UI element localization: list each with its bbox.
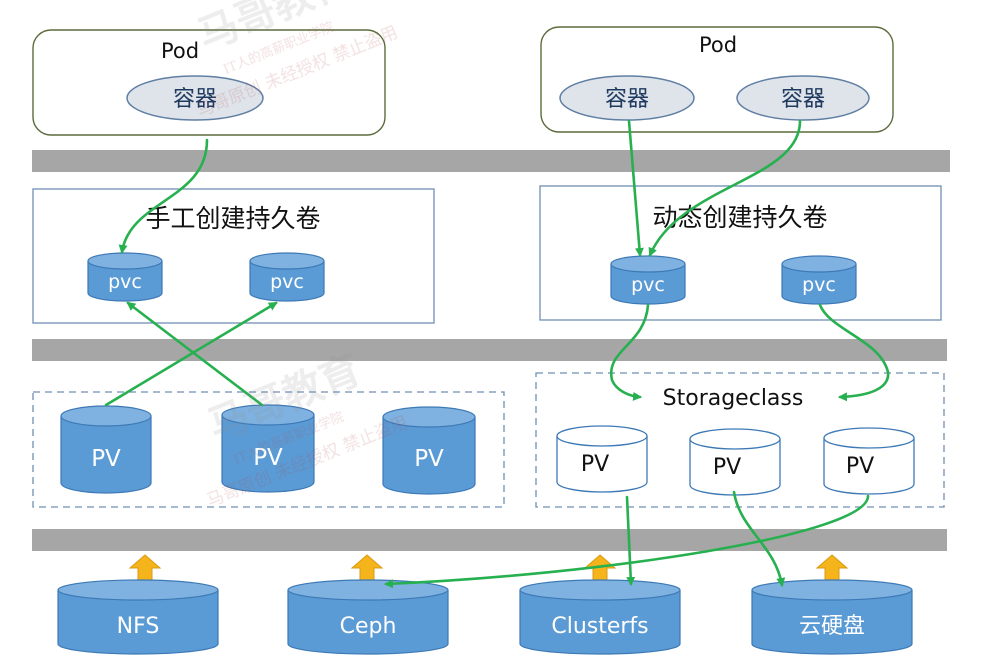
arrow-pv-dynamic2-to-cloud-disk	[732, 490, 786, 587]
pod-title-right: Pod	[699, 33, 737, 57]
pv-dynamic-3-label: PV	[846, 454, 874, 479]
manual-panel-title: 手工创建持久卷	[145, 204, 320, 233]
arrow-pvc2-to-storageclass	[818, 303, 890, 402]
backend-ceph: Ceph	[287, 579, 449, 655]
container-right-1	[559, 75, 695, 121]
band-3	[32, 529, 947, 551]
backend-cloud-disk: 云硬盘	[751, 579, 913, 655]
pvc-manual-1-label: pvc	[108, 271, 142, 293]
backend-nfs: NFS	[57, 579, 219, 655]
arrow-pv-dynamic1-to-clusterfs	[625, 495, 636, 586]
pvc-dynamic-2-label: pvc	[802, 274, 836, 296]
pv-manual-3: PV	[382, 406, 476, 495]
backend-cloud-disk-label: 云硬盘	[799, 614, 865, 639]
pvc-manual-2: pvc	[249, 252, 325, 302]
pvc-dynamic-1-label: pvc	[631, 274, 665, 296]
pod-title-left: Pod	[161, 39, 199, 63]
container-left-label: 容器	[173, 87, 217, 112]
container-right-2	[736, 75, 870, 121]
backend-ceph-label: Ceph	[340, 614, 397, 639]
arrow-container1-to-pvc-dynamic	[627, 119, 644, 257]
container-right-2-label: 容器	[781, 87, 825, 112]
pvc-manual-1: pvc	[87, 252, 163, 302]
green-arrows	[104, 119, 890, 589]
pv-manual-1: PV	[60, 405, 152, 494]
pv-dynamic-1-label: PV	[581, 452, 609, 477]
dynamic-pv-group	[535, 372, 945, 508]
band-2	[32, 339, 947, 361]
container-right-1-label: 容器	[605, 87, 649, 112]
arrow-pv1-to-pvc2	[104, 301, 278, 407]
up-arrow-cloud-disk	[815, 554, 849, 583]
arrow-pv2-to-pvc1	[126, 301, 264, 407]
pv-manual-2: PV	[221, 404, 315, 493]
arrow-container-to-pvc-manual	[118, 138, 209, 254]
up-arrow-nfs	[128, 554, 162, 583]
pvc-dynamic-2: pvc	[781, 255, 857, 305]
pv-dynamic-2-label: PV	[713, 455, 741, 480]
manual-pv-group	[32, 391, 505, 508]
backend-nfs-label: NFS	[117, 614, 160, 639]
pv-manual-1-label: PV	[91, 446, 121, 472]
pv-dynamic-1: PV	[556, 425, 648, 493]
pv-dynamic-2: PV	[689, 428, 781, 496]
manual-panel	[32, 188, 435, 324]
arrow-pv-dynamic3-to-ceph	[384, 494, 870, 589]
pv-dynamic-3: PV	[823, 427, 915, 495]
container-left	[126, 75, 264, 121]
pv-manual-2-label: PV	[253, 445, 283, 471]
arrow-pvc1-to-storageclass	[609, 303, 650, 401]
backend-clusterfs-label: Clusterfs	[551, 614, 648, 639]
pv-manual-3-label: PV	[414, 446, 444, 472]
pvc-manual-2-label: pvc	[270, 271, 304, 293]
backend-clusterfs: Clusterfs	[519, 579, 681, 655]
storageclass-label: Storageclass	[663, 386, 804, 411]
pvc-dynamic-1: pvc	[610, 255, 686, 305]
up-arrow-ceph	[350, 554, 384, 583]
arrow-container2-to-pvc-dynamic	[648, 119, 802, 257]
dynamic-panel	[539, 185, 942, 321]
band-1	[32, 150, 950, 172]
